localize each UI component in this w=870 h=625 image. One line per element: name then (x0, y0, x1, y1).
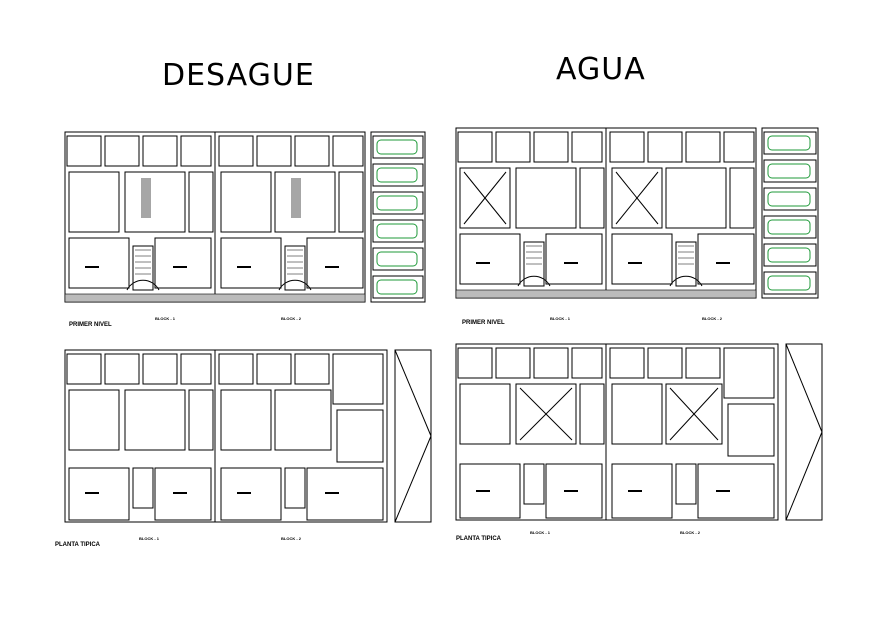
agua-primer-nivel-plan: PRIMER NIVEL BLOCK - 1 BLOCK - 2 (450, 124, 825, 326)
floor-plan-drawing (455, 343, 823, 521)
agua-heading: AGUA (556, 52, 646, 87)
block-2-label: BLOCK - 2 (702, 316, 722, 321)
agua-planta-tipica-plan: PLANTA TIPICA BLOCK - 1 BLOCK - 2 (450, 340, 825, 542)
block-1-label: BLOCK - 1 (550, 316, 570, 321)
floor-plan-drawing (64, 131, 426, 303)
desague-heading: DESAGUE (162, 58, 315, 93)
block-1-label: BLOCK - 1 (155, 316, 175, 321)
level-label: PLANTA TIPICA (456, 536, 501, 542)
floor-plan-drawing (455, 127, 819, 299)
block-1-label: BLOCK - 1 (139, 536, 159, 541)
desague-planta-tipica-plan: PLANTA TIPICA BLOCK - 1 BLOCK - 2 (55, 346, 435, 548)
block-2-label: BLOCK - 2 (281, 536, 301, 541)
block-2-label: BLOCK - 2 (680, 530, 700, 535)
level-label: PRIMER NIVEL (462, 320, 505, 326)
block-2-label: BLOCK - 2 (281, 316, 301, 321)
level-label: PRIMER NIVEL (69, 322, 112, 328)
desague-primer-nivel-plan: PRIMER NIVEL BLOCK - 1 BLOCK - 2 (55, 128, 435, 328)
level-label: PLANTA TIPICA (55, 542, 100, 548)
floor-plan-drawing (64, 349, 432, 523)
block-1-label: BLOCK - 1 (530, 530, 550, 535)
